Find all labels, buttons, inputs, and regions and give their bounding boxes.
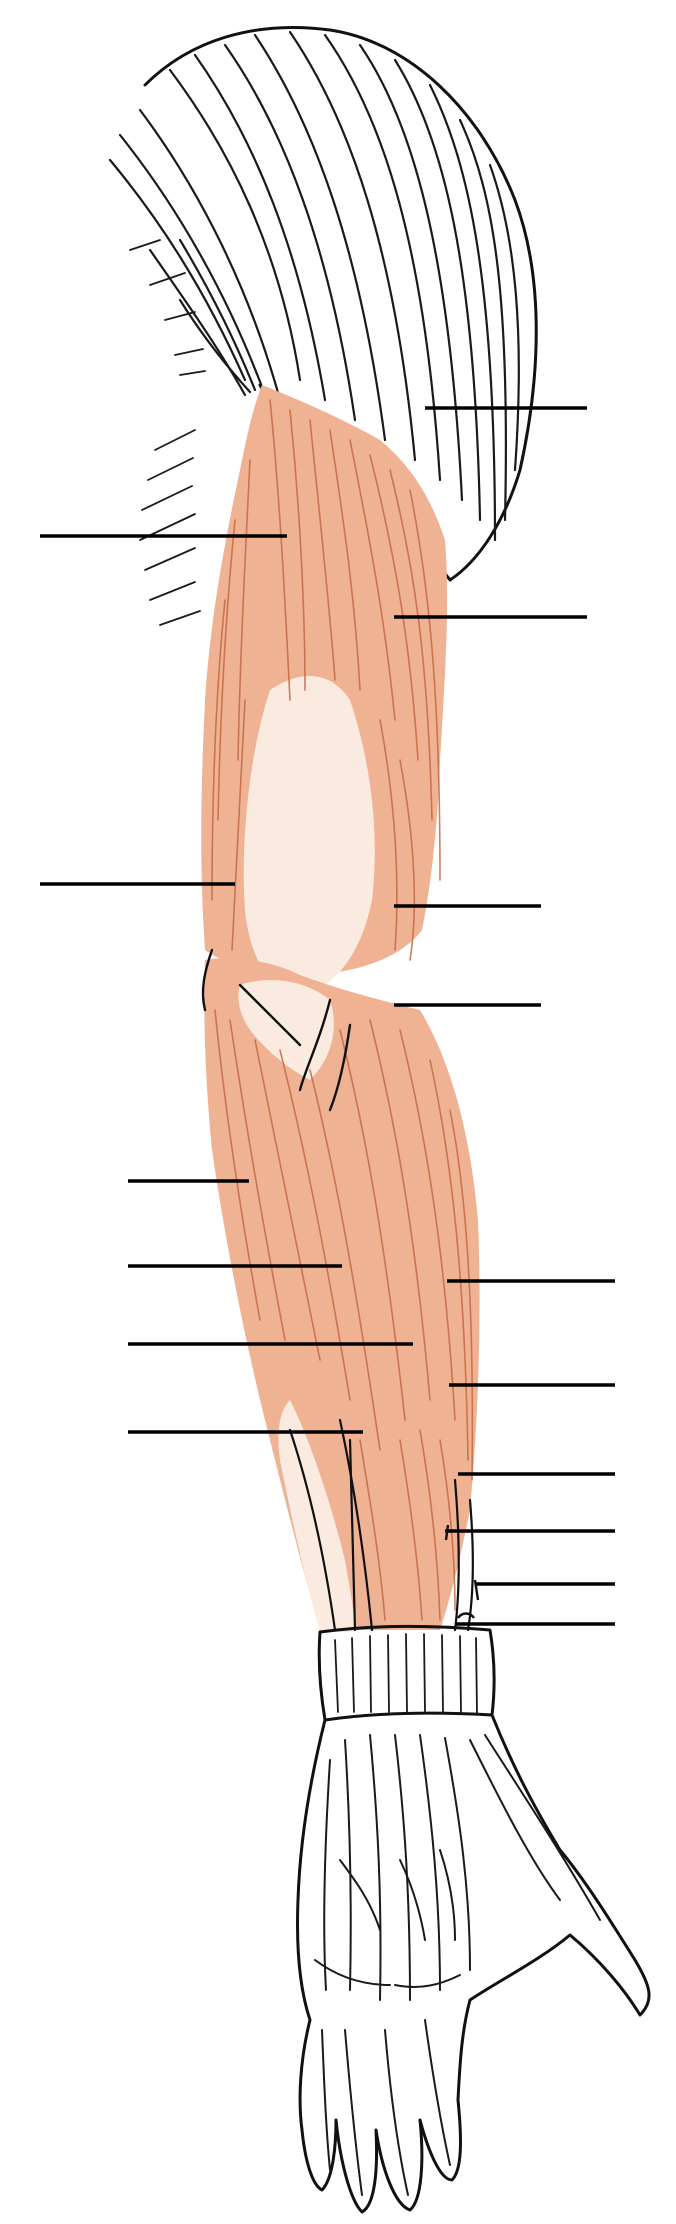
hand-drawing — [298, 1715, 650, 2212]
wrist-retinaculum — [319, 1626, 494, 1720]
forearm-muscle-shape — [204, 958, 479, 1630]
upper-arm-muscles — [201, 385, 447, 995]
forearm-muscles — [203, 950, 480, 1632]
upper-arm-pale-region — [244, 676, 375, 995]
